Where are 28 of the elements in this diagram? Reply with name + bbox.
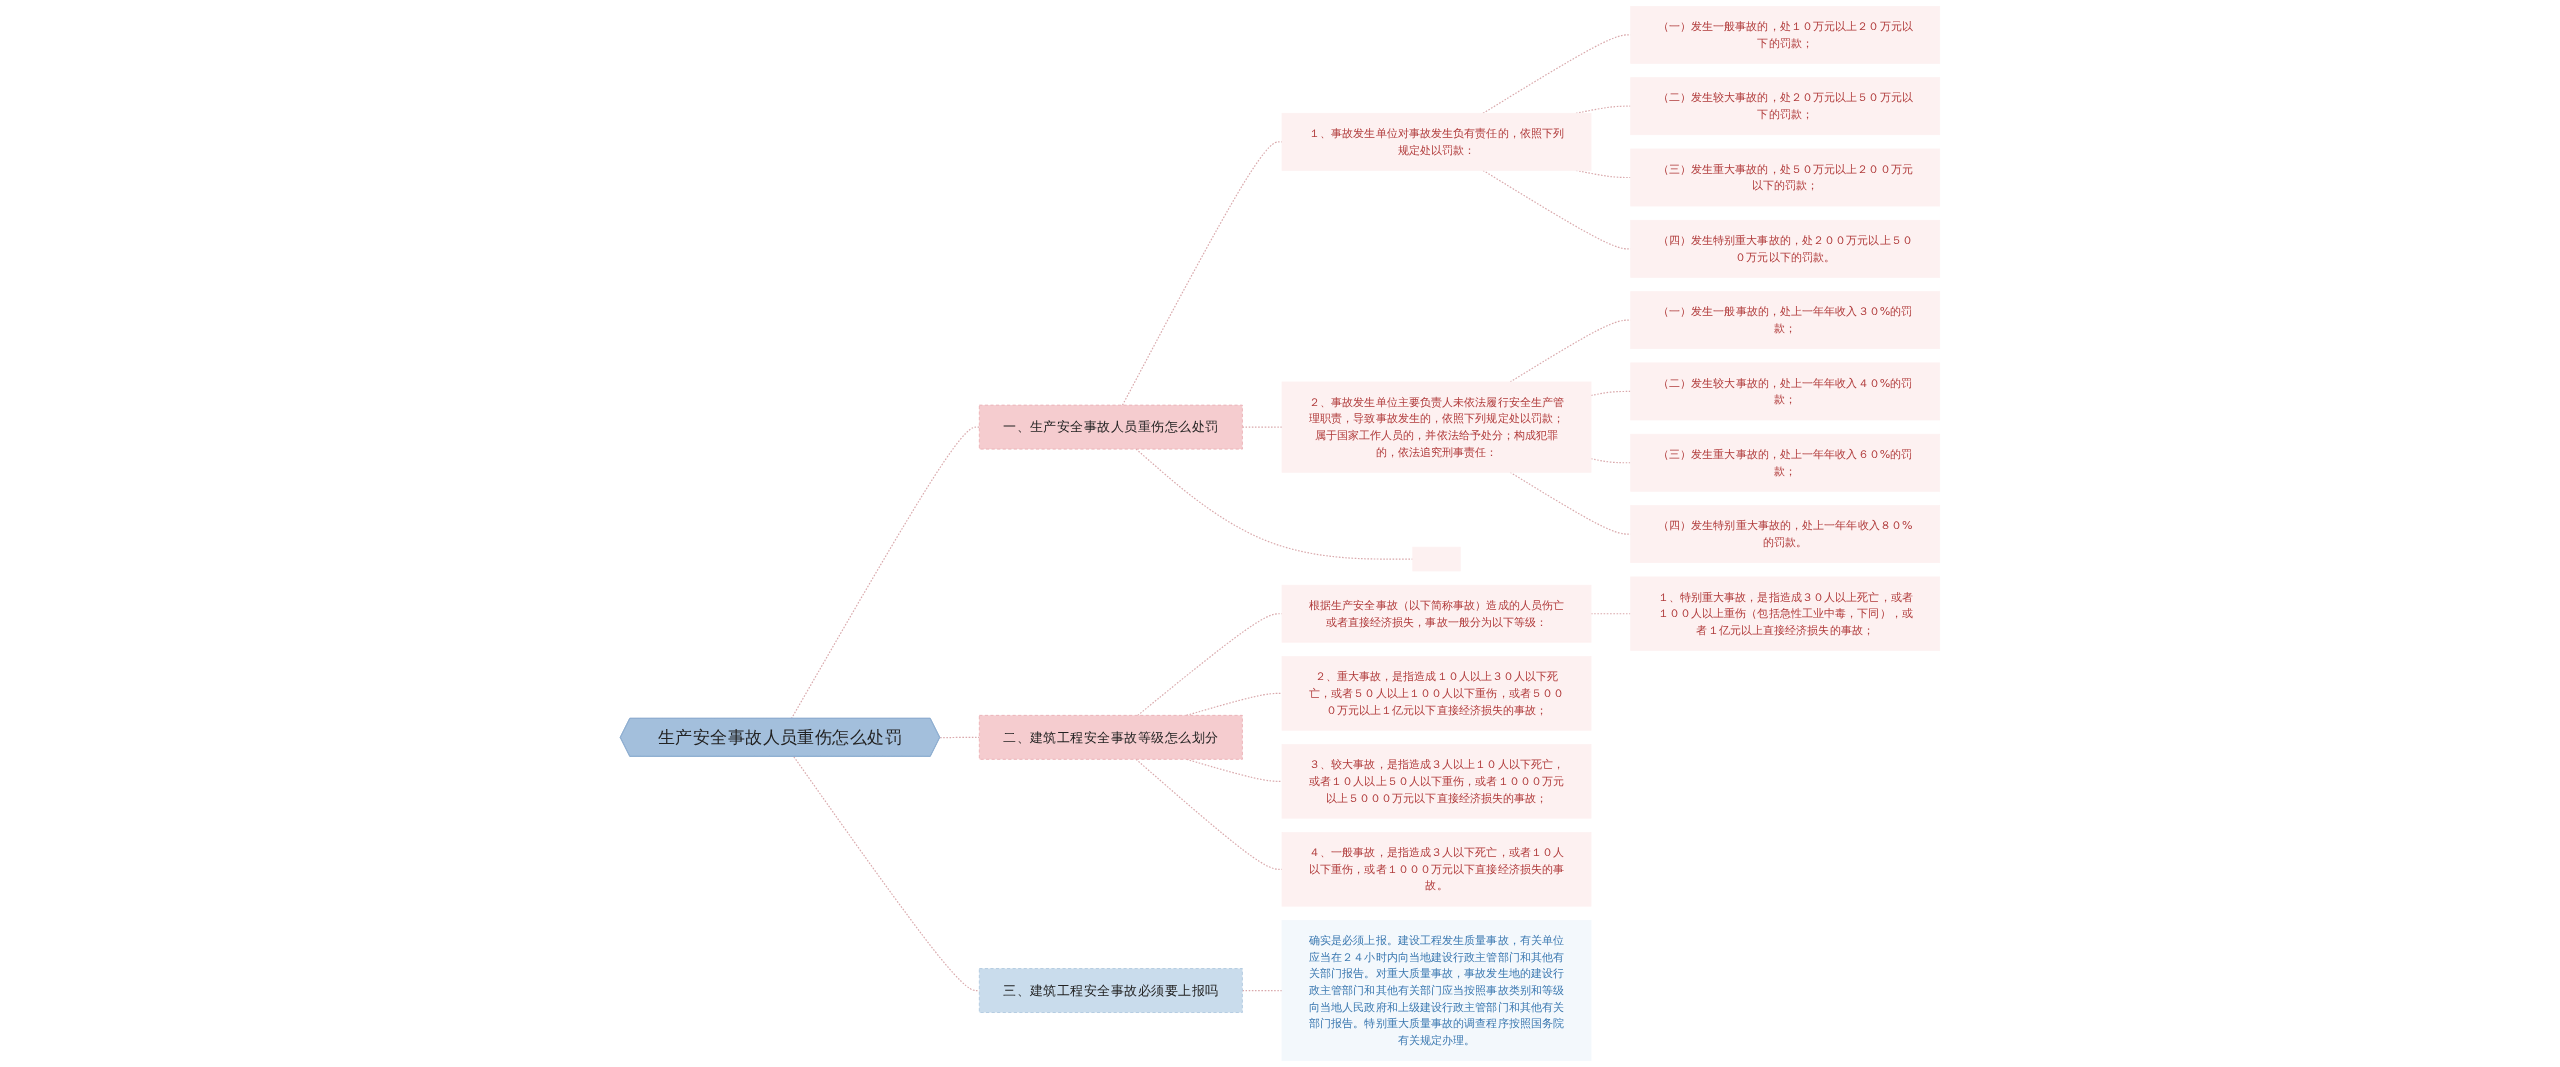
node-box: １、事故发生单位对事故发生负有责任的，依照下列规定处以罚款： <box>1281 112 1592 171</box>
node-box: ３、较大事故，是指造成３人以上１０人以下死亡，或者１０人以上５０人以下重伤，或者１０００万元以上５０００万元以下直接经济损失的事故； <box>1281 744 1592 819</box>
node-box: 根据生产安全事故（以下简称事故）造成的人员伤亡或者直接经济损失，事故一般分为以下等级： <box>1281 584 1592 643</box>
node-box: ２、重大事故，是指造成１０人以上３０人以下死亡，或者５０人以上１００人以下重伤，或者５０００万元以上１亿元以下直接经济损失的事故； <box>1281 656 1592 731</box>
node-box: （三）发生重大事故的，处上一年年收入６０%的罚款； <box>1630 433 1941 492</box>
node-box: １、特别重大事故，是指造成３０人以上死亡，或者１００人以上重伤（包括急性工业中毒，下同），或者１亿元以上直接经济损失的事故； <box>1630 576 1941 651</box>
node-box: 三、建筑工程安全事故必须要上报吗 <box>978 968 1243 1013</box>
node-box: （三）发生重大事故的，处５０万元以上２００万元以下的罚款； <box>1630 148 1941 207</box>
node-box <box>1412 546 1461 572</box>
node-box: （二）发生较大事故的，处２０万元以上５０万元以下的罚款； <box>1630 77 1941 136</box>
node-box: 二、建筑工程安全事故等级怎么划分 <box>978 714 1243 760</box>
node-box: 一、生产安全事故人员重伤怎么处罚 <box>978 404 1243 450</box>
node-box: ２、事故发生单位主要负责人未依法履行安全生产管理职责，导致事故发生的，依照下列规定处以罚款；属于国家工作人员的，并依法给予处分；构成犯罪的，依法追究刑事责任： <box>1281 381 1592 473</box>
connector <box>1137 613 1283 716</box>
node-box: （四）发生特别重大事故的，处２００万元以上５００万元以下的罚款。 <box>1630 219 1941 278</box>
node-box: （二）发生较大事故的，处上一年年收入４０%的罚款； <box>1630 362 1941 421</box>
connector <box>1482 34 1632 114</box>
node-box: （一）发生一般事故的，处１０万元以上２０万元以下的罚款； <box>1630 5 1941 64</box>
connector <box>939 736 980 739</box>
node-box: （四）发生特别重大事故的，处上一年年收入８０%的罚款。 <box>1630 505 1941 563</box>
connector <box>1121 141 1283 406</box>
connector <box>793 756 980 992</box>
connector <box>1135 758 1283 870</box>
node-box: ４、一般事故，是指造成３人以下死亡，或者１０人以下重伤，或者１０００万元以下直接经济损失的事故。 <box>1281 832 1592 907</box>
node-box: 确实是必须上报。建设工程发生质量事故，有关单位应当在２４小时内向当地建设行政主管部门和其他有关部门报告。对重大质量事故，事故发生地的建设行政主管部门和其他有关部门应当按照事故类别和等级向当地人民政府和上级建设行政主管部门和其他有关部门报告。特别重大质量事故的调查程序按照国务院有关规定办理。 <box>1281 920 1592 1062</box>
connector <box>790 426 980 720</box>
node-box: （一）发生一般事故的，处上一年年收入３０%的罚款； <box>1630 291 1941 350</box>
connector <box>1482 169 1632 250</box>
